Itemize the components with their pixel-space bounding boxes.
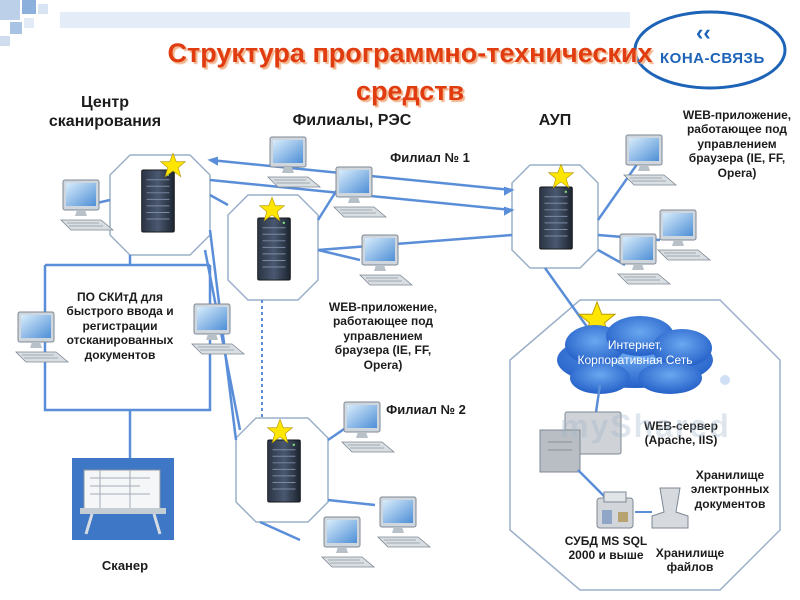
pc-software-right [191, 303, 245, 355]
decor-squares [0, 0, 630, 46]
svg-text:‹‹: ‹‹ [696, 20, 711, 45]
pc-branch1-b [333, 166, 387, 218]
internet-cloud [557, 316, 730, 394]
label-scan-center: Центр сканирования [48, 94, 162, 131]
label-doc-storage: Хранилище электронных документов [690, 468, 770, 511]
pc-scan-center [60, 179, 114, 231]
page-title: Структура программно-технических средств [60, 34, 760, 110]
server-scan-center [141, 169, 175, 233]
pc-branch1-a [267, 136, 321, 188]
company-logo: ‹‹ [633, 10, 787, 90]
title-line-1: Структура программно-технических [167, 38, 653, 68]
logo-text: КОНА-СВЯЗЬ [660, 50, 765, 67]
label-dbms: СУБД MS SQL 2000 и выше [564, 534, 648, 563]
label-cloud: Интернет, Корпоративная Сеть [577, 338, 693, 367]
server-branch1 [257, 217, 291, 281]
label-branch1: Филиал № 1 [390, 150, 470, 165]
pc-branch2-c [321, 516, 375, 568]
server-branch2 [267, 439, 301, 503]
label-web-server: WEB-сервер (Apache, IIS) [644, 419, 718, 448]
file-storage-icon [651, 487, 689, 529]
pc-branch2-b [377, 496, 431, 548]
pc-aup-b [657, 209, 711, 261]
title-line-2: средств [355, 76, 465, 106]
label-web-app-branch: WEB-приложение, работающее под управлени… [328, 300, 438, 372]
watermark: myShared [560, 408, 731, 444]
scanner-image [72, 458, 174, 540]
pc-aup-c [617, 233, 671, 285]
label-web-app-aup: WEB-приложение, работающее под управлени… [682, 108, 792, 180]
label-file-storage: Хранилище файлов [655, 546, 725, 575]
label-software: ПО СКИтД для быстрого ввода и регистраци… [66, 290, 174, 362]
dbms-server-icon [596, 491, 634, 529]
label-scanner: Сканер [101, 558, 149, 573]
server-aup [539, 186, 573, 250]
label-branch2: Филиал № 2 [386, 402, 466, 417]
label-aup: АУП [538, 112, 572, 129]
label-branches: Филиалы, РЭС [292, 112, 412, 129]
pc-aup-a [623, 134, 677, 186]
